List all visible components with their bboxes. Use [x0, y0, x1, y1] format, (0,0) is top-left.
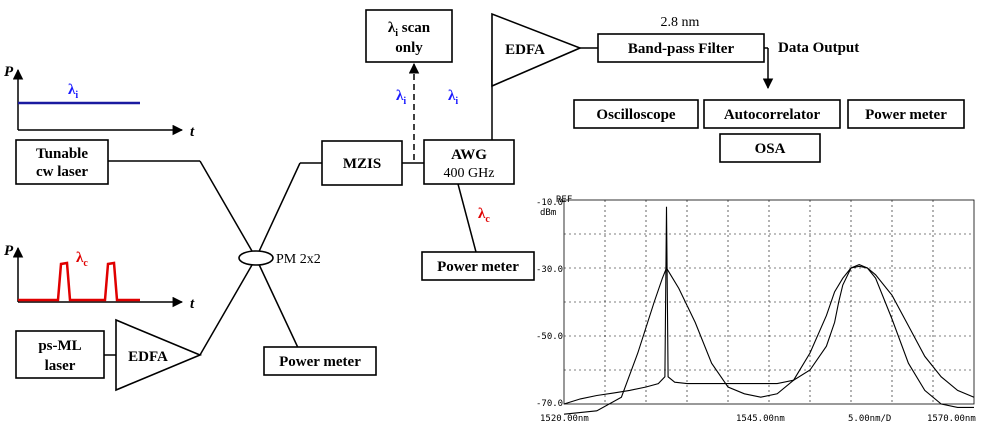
t-axis-label-1: t	[190, 124, 195, 140]
power-meter-coupler-box: Power meter	[263, 346, 377, 376]
lambda-c-inset-label: λc	[76, 250, 88, 269]
awg-frequency: 400 GHz	[444, 166, 495, 181]
cw-power-inset: P t λi	[4, 64, 195, 140]
osa-label: OSA	[755, 141, 786, 157]
power-meter-awg-label: Power meter	[437, 259, 519, 275]
bandpass-filter-box: Band-pass Filter	[597, 33, 765, 63]
spectrum-traces	[563, 206, 975, 415]
spectrum-grid	[564, 200, 974, 404]
awg-box: AWG 400 GHz	[423, 139, 515, 185]
power-meter-coupler-label: Power meter	[279, 354, 361, 370]
edfa-output-amplifier: EDFA	[491, 12, 583, 88]
edfa-input-label: EDFA	[128, 349, 168, 365]
y-tick-30: -30.0	[536, 265, 563, 275]
awg-label: AWG	[451, 147, 487, 163]
tunable-cw-laser-box: Tunable cw laser	[15, 139, 109, 185]
spectrum-trace-2	[563, 264, 975, 415]
power-meter-out-box: Power meter	[847, 99, 965, 129]
lambda-i-inset-label: λi	[68, 82, 78, 101]
pulse-trace	[18, 261, 140, 302]
fiber-connections	[108, 47, 774, 356]
tunable-line-1: Tunable	[36, 146, 88, 162]
unit-label: dBm	[540, 208, 556, 218]
psml-line-1: ps-ML	[38, 338, 81, 354]
pulse-power-inset: P t λc	[4, 243, 195, 312]
lambda-i-output-label: λi	[448, 88, 458, 107]
p-axis-label-2: P	[4, 243, 14, 259]
oscilloscope-box: Oscilloscope	[573, 99, 699, 129]
y-tick-50: -50.0	[536, 332, 563, 342]
lambda-c-output-label: λc	[478, 206, 490, 225]
x-label-end: 1570.00nm	[927, 414, 976, 424]
scan-line-2: only	[395, 40, 423, 56]
mzis-label: MZIS	[343, 156, 381, 172]
ref-level-label: -10.0	[536, 198, 563, 208]
bandpass-label: Band-pass Filter	[628, 41, 735, 57]
scan-only-box: λi scan only	[365, 9, 453, 63]
psml-line-2: laser	[45, 358, 76, 374]
osa-spectrum-chart: -10.0 REF dBm -30.0 -50.0 -70.0 1520.00n…	[536, 195, 976, 424]
filter-bandwidth: 2.8 nm	[661, 15, 700, 30]
data-output-label: Data Output	[778, 40, 859, 56]
tunable-line-2: cw laser	[36, 164, 88, 180]
osa-box: OSA	[719, 133, 821, 163]
autocorrelator-label: Autocorrelator	[724, 107, 821, 123]
x-label-start: 1520.00nm	[540, 414, 589, 424]
power-meter-awg-box: Power meter	[421, 251, 535, 281]
x-label-scale: 5.00nm/D	[848, 414, 891, 424]
oscilloscope-label: Oscilloscope	[596, 107, 676, 123]
p-axis-label-1: P	[4, 64, 14, 80]
t-axis-label-2: t	[190, 296, 195, 312]
autocorrelator-box: Autocorrelator	[703, 99, 841, 129]
ref-tag: REF	[556, 195, 572, 205]
x-label-center: 1545.00nm	[736, 414, 785, 424]
edfa-output-label: EDFA	[505, 42, 545, 58]
power-meter-out-label: Power meter	[865, 107, 947, 123]
edfa-input-amplifier: EDFA	[115, 318, 203, 392]
coupler-label: PM 2x2	[276, 252, 321, 267]
mzis-box: MZIS	[321, 140, 403, 186]
ps-ml-laser-box: ps-ML laser	[15, 330, 105, 379]
lambda-i-scan-label: λi	[396, 88, 406, 107]
y-tick-70: -70.0	[536, 399, 563, 409]
scan-line-1: λi scan	[388, 20, 431, 39]
coupler-ellipse	[238, 250, 274, 266]
spectrum-trace-1	[563, 206, 974, 408]
